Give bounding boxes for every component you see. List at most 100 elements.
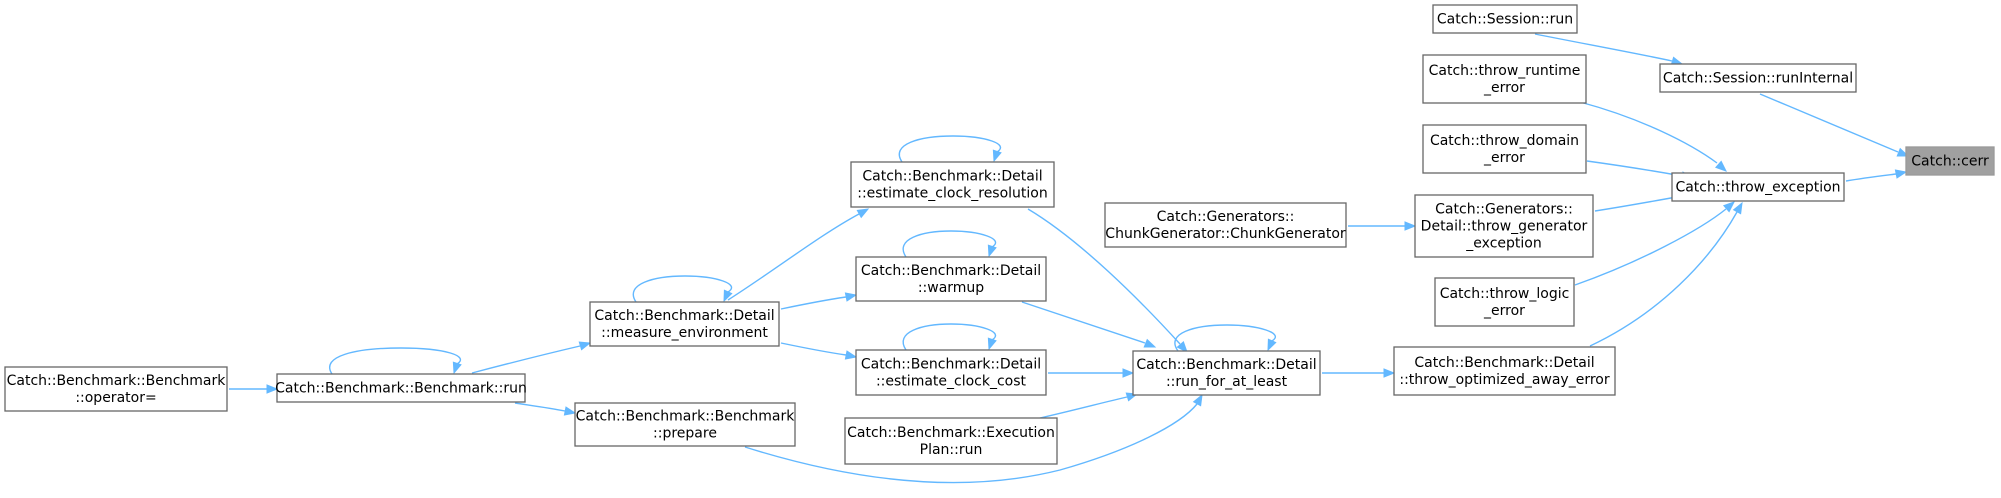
- node-box: [1414, 194, 1594, 258]
- arrowhead: [987, 244, 997, 258]
- node-box: [1671, 172, 1845, 202]
- node-throw-runtime-error[interactable]: Catch::throw_runtime_error: [1422, 54, 1587, 104]
- arrowhead: [844, 350, 858, 360]
- node-label: _error: [1483, 150, 1525, 166]
- arrowhead: [1383, 368, 1396, 378]
- arrowhead: [992, 149, 1002, 163]
- node-box: [1422, 54, 1587, 104]
- edge-run-for-at-least-to-throw-optimized-away-error: [1322, 368, 1396, 378]
- self-loop-run-for-at-least: [1174, 324, 1277, 352]
- node-label: ChunkGenerator::ChunkGenerator: [1105, 226, 1346, 242]
- node-throw-logic-error[interactable]: Catch::throw_logic_error: [1434, 277, 1575, 327]
- node-box: [1905, 146, 1995, 176]
- node-measure-environment[interactable]: Catch::Benchmark::Detail::measure_enviro…: [589, 301, 780, 347]
- node-label: ::estimate_clock_cost: [876, 374, 1027, 390]
- node-label: Catch::Generators::: [1157, 209, 1295, 225]
- node-estimate-clock-cost[interactable]: Catch::Benchmark::Detail::estimate_clock…: [855, 349, 1047, 396]
- node-benchmark-run[interactable]: Catch::Benchmark::Benchmark::run: [275, 373, 527, 403]
- edge-warmup-to-run-for-at-least: [1021, 301, 1157, 348]
- node-box: [1104, 202, 1347, 248]
- edge-estimate-clock-cost-to-run-for-at-least: [1048, 368, 1135, 378]
- edge-benchmark-run-to-measure-environment: [471, 341, 592, 374]
- arrowhead: [723, 289, 733, 303]
- self-loop-warmup: [902, 230, 997, 258]
- node-box: [1659, 63, 1857, 93]
- node-throw-generator-exception[interactable]: Catch::Generators::Detail::throw_generat…: [1414, 194, 1594, 258]
- node-run-for-at-least[interactable]: Catch::Benchmark::Detail::run_for_at_lea…: [1132, 350, 1321, 396]
- edge-throw-runtime-error-to-throw-exception: [1579, 101, 1728, 172]
- node-box: [574, 402, 796, 447]
- node-label: Catch::Generators::: [1435, 202, 1573, 218]
- node-benchmark-prepare[interactable]: Catch::Benchmark::Benchmark::prepare: [574, 402, 796, 447]
- edge-throw-exception-to-cerr: [1845, 169, 1908, 182]
- node-label: Catch::throw_exception: [1675, 180, 1840, 196]
- node-label: Catch::Benchmark::Detail: [861, 263, 1041, 279]
- arrowhead: [578, 341, 592, 351]
- edge-chunkgenerator-to-throw-generator-exception: [1348, 221, 1417, 231]
- node-label: Catch::throw_logic: [1440, 286, 1570, 302]
- node-throw-domain-error[interactable]: Catch::throw_domain_error: [1422, 124, 1587, 174]
- edge-benchmark-operator-to-benchmark-run: [229, 384, 279, 394]
- arrowhead: [1715, 160, 1728, 172]
- node-label: _exception: [1465, 236, 1541, 252]
- node-throw-exception[interactable]: Catch::throw_exception: [1671, 172, 1845, 202]
- node-label: ::operator=: [75, 390, 156, 406]
- arrowhead: [844, 292, 858, 302]
- node-label: ::measure_environment: [601, 325, 768, 341]
- node-label: ::throw_optimized_away_error: [1399, 372, 1609, 388]
- node-label: _error: [1483, 303, 1525, 319]
- node-benchmark-operator[interactable]: Catch::Benchmark::Benchmark::operator=: [4, 366, 228, 412]
- node-chunkgenerator[interactable]: Catch::Generators::ChunkGenerator::Chunk…: [1104, 202, 1347, 248]
- self-loop-estimate-clock-resolution: [898, 135, 1002, 163]
- node-label: Catch::Benchmark::Benchmark::run: [275, 381, 527, 397]
- node-box: [1434, 277, 1575, 327]
- node-label: Catch::cerr: [1911, 154, 1989, 170]
- edge-estimate-clock-resolution-to-run-for-at-least: [1027, 208, 1188, 354]
- arrowhead: [563, 406, 577, 416]
- nodes-layer: Catch::cerr Catch::Session::runCatch::Ses…: [4, 4, 1995, 465]
- node-cerr[interactable]: Catch::cerr: [1905, 146, 1995, 176]
- node-box: [1393, 346, 1616, 396]
- node-warmup[interactable]: Catch::Benchmark::Detail::warmup: [855, 256, 1047, 302]
- node-box: [855, 349, 1047, 396]
- node-label: ::prepare: [653, 426, 717, 442]
- edge-executionplan-run-to-run-for-at-least: [1039, 392, 1139, 419]
- edge-throw-logic-error-to-throw-exception: [1574, 201, 1736, 286]
- arrowhead: [1192, 393, 1203, 407]
- edges-layer: [229, 33, 1910, 484]
- node-label: Catch::Benchmark::Detail: [1414, 355, 1594, 371]
- node-session-runinternal[interactable]: Catch::Session::runInternal: [1659, 63, 1857, 93]
- arrowhead: [1143, 338, 1157, 348]
- node-box: [844, 417, 1058, 465]
- edge-benchmark-prepare-to-run-for-at-least: [744, 393, 1203, 484]
- node-label: Catch::Benchmark::Detail: [861, 357, 1041, 373]
- arrowhead: [1176, 340, 1188, 354]
- arrowhead: [452, 361, 462, 375]
- node-box: [1432, 4, 1578, 34]
- node-session-run[interactable]: Catch::Session::run: [1432, 4, 1578, 34]
- node-label: ::run_for_at_least: [1166, 374, 1288, 390]
- arrowhead: [266, 384, 279, 394]
- arrowhead: [856, 208, 870, 219]
- arrowhead: [1732, 201, 1743, 215]
- self-loop-measure-environment: [632, 275, 733, 303]
- node-label: ::warmup: [918, 280, 984, 296]
- node-box: [850, 161, 1055, 208]
- node-box: [1422, 124, 1587, 174]
- node-box: [855, 256, 1047, 302]
- arrowhead: [1267, 338, 1277, 352]
- node-throw-optimized-away-error[interactable]: Catch::Benchmark::Detail::throw_optimize…: [1393, 346, 1616, 396]
- node-estimate-clock-resolution[interactable]: Catch::Benchmark::Detail::estimate_clock…: [850, 161, 1055, 208]
- node-box: [589, 301, 780, 347]
- node-label: Catch::Benchmark::Detail: [594, 308, 774, 324]
- arrowhead: [1894, 169, 1908, 179]
- node-label: Catch::Benchmark::Detail: [1136, 357, 1316, 373]
- arrowhead: [1404, 221, 1417, 231]
- edge-throw-optimized-away-error-to-throw-exception: [1589, 201, 1743, 347]
- node-label: Catch::Session::runInternal: [1663, 71, 1853, 87]
- node-label: ::estimate_clock_resolution: [857, 186, 1048, 202]
- node-label: _error: [1483, 80, 1525, 96]
- arrowhead: [1722, 201, 1736, 213]
- node-label: Catch::Benchmark::Benchmark: [576, 409, 796, 425]
